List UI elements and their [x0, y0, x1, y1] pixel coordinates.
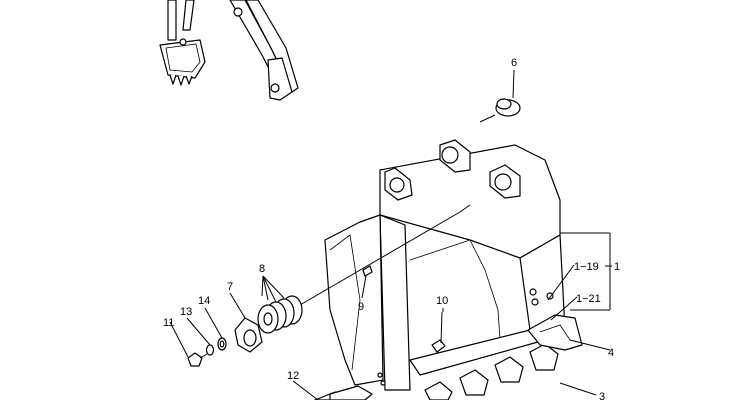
callout-labels: 6 8 7 14 13 11 9 10 12 1−19 1 1−21 4 3 — [163, 57, 620, 400]
part-10-bolt — [431, 308, 446, 353]
leader-lines — [169, 232, 612, 400]
part-6-bushing — [479, 69, 521, 123]
part-3-teeth — [314, 343, 559, 400]
callout-7: 7 — [227, 281, 233, 293]
callout-10: 10 — [436, 295, 448, 307]
callout-1-19: 1−19 — [574, 261, 599, 273]
callout-4: 4 — [608, 347, 614, 359]
callout-6: 6 — [511, 57, 517, 69]
part-12 — [329, 372, 386, 400]
callout-14: 14 — [198, 295, 210, 307]
callout-11: 11 — [163, 317, 174, 329]
part-13-washer — [205, 344, 215, 356]
part-4-side-cutter — [527, 314, 583, 351]
callout-13: 13 — [180, 306, 192, 318]
bucket-body — [299, 139, 566, 391]
part-11-bolt — [187, 352, 208, 367]
part-8-shims — [257, 295, 303, 334]
excavator-arm-inset — [159, 0, 299, 101]
part-14-washer — [217, 337, 227, 351]
callout-12: 12 — [287, 370, 299, 382]
callout-1-21: 1−21 — [576, 293, 601, 305]
callout-9: 9 — [358, 301, 364, 313]
callout-8: 8 — [259, 263, 265, 275]
callout-3: 3 — [599, 391, 605, 400]
callout-1: 1 — [614, 261, 620, 273]
